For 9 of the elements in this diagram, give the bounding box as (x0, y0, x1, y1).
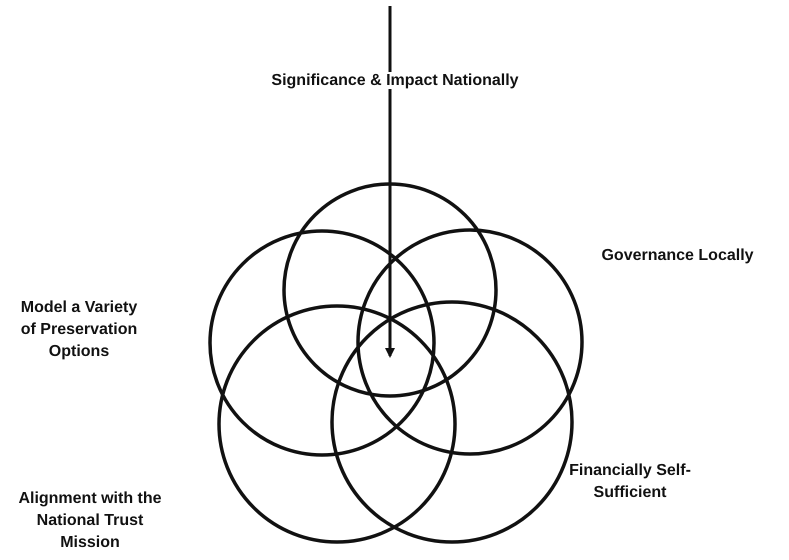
label-text: Governance Locally (601, 247, 754, 264)
label-text: Significance & Impact Nationally (271, 72, 519, 89)
circle-outline (282, 182, 498, 398)
label-text: Financially Self-Sufficient (569, 462, 691, 501)
circle-outline (217, 304, 457, 544)
label-text: Alignment with the National Trust Mission (18, 490, 162, 551)
circle-outline (356, 228, 584, 456)
label-text: Model a Variety of Preservation Options (20, 299, 138, 360)
circle-outline (208, 229, 436, 457)
